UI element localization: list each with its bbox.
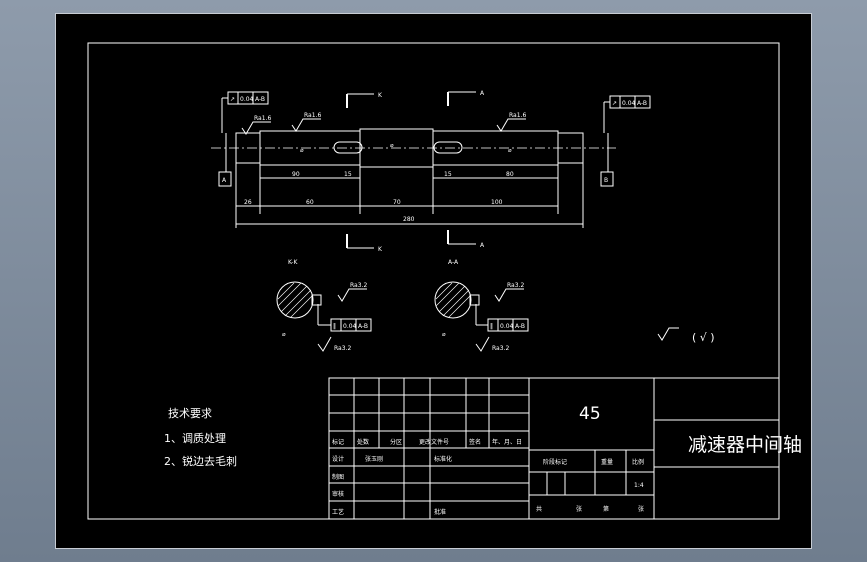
section-kk: K-K Ra3.2 ‖ 0.04 A-B Ra3.2 ⌀ [276, 259, 372, 352]
svg-text:90: 90 [292, 171, 300, 178]
svg-text:A-B: A-B [255, 96, 265, 103]
svg-text:张: 张 [638, 505, 644, 513]
tech-req-item-2: 2、锐边去毛刺 [164, 454, 237, 468]
svg-text:张玉刚: 张玉刚 [365, 455, 383, 463]
svg-text:100: 100 [491, 199, 503, 206]
svg-text:年、月、日: 年、月、日 [492, 438, 522, 446]
section-label-k-top: K [378, 92, 383, 99]
diameter-callout: ⌀ [442, 331, 446, 338]
technical-requirements: 技术要求 1、调质处理 2、锐边去毛刺 [164, 407, 237, 468]
svg-text:‖: ‖ [490, 323, 493, 330]
svg-text:共: 共 [536, 505, 542, 513]
svg-text:60: 60 [306, 199, 314, 206]
tech-req-item-1: 1、调质处理 [164, 432, 226, 445]
keyway-left [333, 141, 363, 154]
svg-text:批准: 批准 [434, 508, 446, 516]
svg-text:( √ ): ( √ ) [692, 331, 715, 344]
svg-text:280: 280 [403, 216, 415, 223]
svg-text:标准化: 标准化 [434, 455, 452, 463]
tolerance-frame-left: ↗ 0.04 A-B [221, 91, 269, 133]
svg-text:↗: ↗ [230, 96, 235, 103]
tolerance-frame-right: ↗ 0.04 A-B [603, 95, 651, 133]
general-roughness-note: ( √ ) [657, 327, 715, 344]
svg-text:工艺: 工艺 [332, 508, 344, 516]
datum-box-a [218, 171, 232, 187]
svg-text:‖: ‖ [333, 323, 336, 330]
keyway-right [433, 141, 463, 154]
svg-text:26: 26 [244, 199, 252, 206]
tech-req-title: 技术要求 [168, 407, 212, 420]
section-title-kk: K-K [288, 259, 298, 266]
section-label-a-bottom: A [480, 242, 485, 249]
diameter-callout: ⌀ [300, 147, 304, 154]
svg-text:比例: 比例 [632, 458, 644, 466]
title-block: 标记 处数 分区 更改文件号 签名 年、月、日 设计 张玉刚 标准化 制图 审核… [328, 377, 802, 520]
svg-text:15: 15 [444, 171, 452, 178]
roughness-symbols-main: Ra1.6 Ra1.6 Ra1.6 [241, 112, 526, 135]
svg-text:0.04: 0.04 [240, 96, 254, 103]
svg-text:A-B: A-B [358, 323, 368, 330]
section-markers: K A K A [346, 90, 485, 253]
svg-text:70: 70 [393, 199, 401, 206]
material-label: 45 [579, 404, 601, 424]
shaft-main-view: ⌀ ⌀ ⌀ [211, 128, 616, 168]
svg-text:阶段标记: 阶段标记 [543, 458, 567, 466]
datum-label-b: B [604, 177, 608, 184]
technical-drawing: ⌀ ⌀ ⌀ K A K A A B ↗ 0.04 A-B [87, 42, 802, 520]
roughness-value: Ra1.6 [254, 115, 271, 122]
svg-text:设计: 设计 [332, 455, 344, 463]
diameter-callout: ⌀ [390, 142, 394, 149]
roughness-value: Ra3.2 [492, 345, 509, 352]
svg-text:重量: 重量 [601, 458, 613, 466]
diameter-callout: ⌀ [508, 147, 512, 154]
svg-text:0.04: 0.04 [500, 323, 514, 330]
svg-text:标记: 标记 [332, 438, 344, 446]
section-label-k-bottom: K [378, 246, 383, 253]
svg-text:第: 第 [603, 505, 609, 513]
dimension-lines: 90 15 15 80 26 60 70 100 280 [235, 163, 584, 228]
datum-label-a: A [222, 177, 227, 184]
svg-text:处数: 处数 [357, 438, 369, 446]
svg-text:80: 80 [506, 171, 514, 178]
datum-box-b [600, 171, 614, 187]
datum-markers: A B [218, 133, 614, 187]
svg-text:更改文件号: 更改文件号 [419, 438, 449, 446]
roughness-value: Ra3.2 [350, 282, 367, 289]
diameter-callout: ⌀ [282, 331, 286, 338]
svg-text:签名: 签名 [469, 438, 481, 446]
svg-text:分区: 分区 [390, 438, 402, 446]
roughness-value: Ra1.6 [509, 112, 526, 119]
svg-text:审核: 审核 [332, 490, 344, 498]
svg-text:0.04: 0.04 [622, 100, 636, 107]
svg-text:A-B: A-B [515, 323, 525, 330]
section-label-a-top: A [480, 90, 485, 97]
svg-text:张: 张 [576, 505, 582, 513]
section-aa: A-A Ra3.2 ‖ 0.04 A-B Ra3.2 ⌀ [434, 259, 529, 352]
roughness-value: Ra3.2 [507, 282, 524, 289]
svg-text:0.04: 0.04 [343, 323, 357, 330]
svg-text:↗: ↗ [612, 100, 617, 107]
svg-text:制图: 制图 [332, 473, 344, 481]
roughness-value: Ra1.6 [304, 112, 321, 119]
svg-text:15: 15 [344, 171, 352, 178]
drawing-sheet: ⌀ ⌀ ⌀ K A K A A B ↗ 0.04 A-B [55, 13, 812, 549]
part-name: 减速器中间轴 [688, 434, 802, 456]
roughness-value: Ra3.2 [334, 345, 351, 352]
scale-value: 1:4 [634, 482, 644, 489]
section-title-aa: A-A [448, 259, 459, 266]
svg-text:A-B: A-B [637, 100, 647, 107]
